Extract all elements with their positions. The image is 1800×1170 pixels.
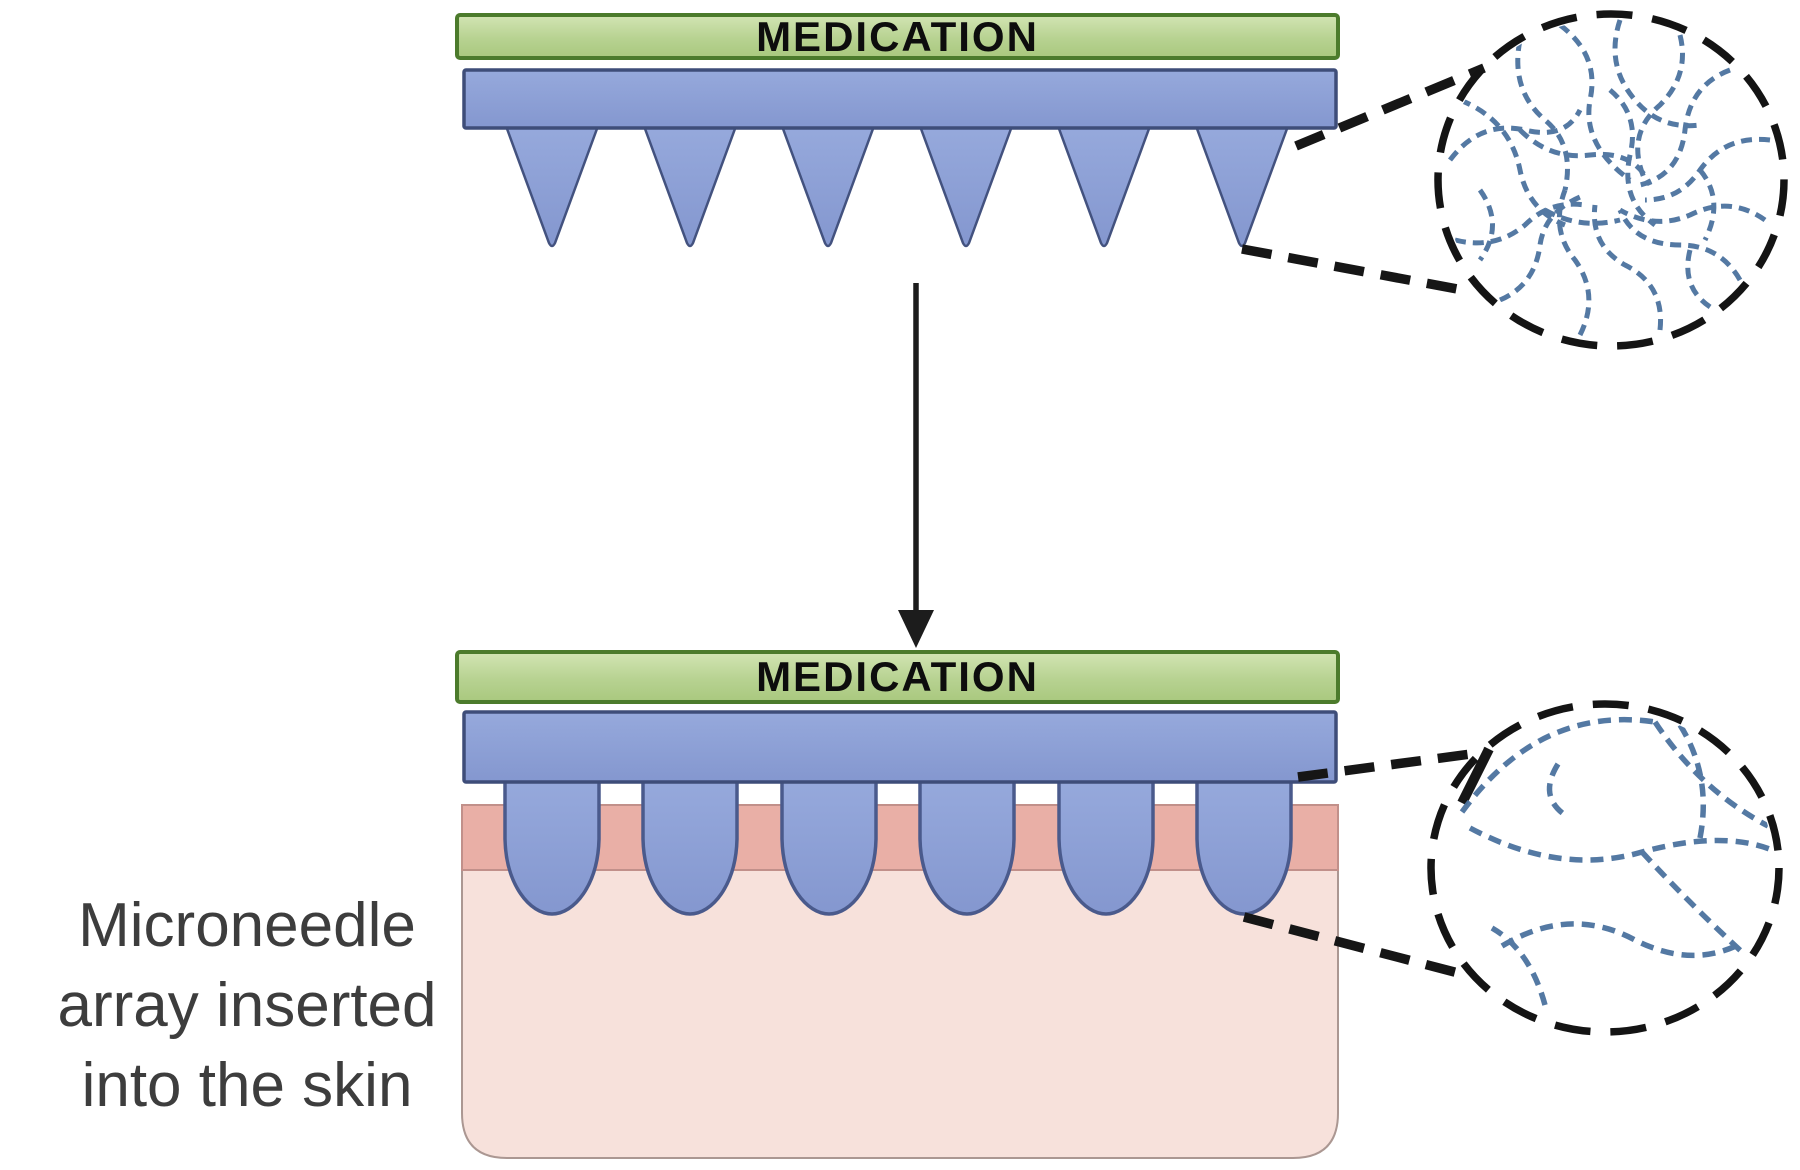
polymer-network-swollen — [1459, 716, 1774, 1006]
medication-reservoir-top — [455, 13, 1340, 60]
microneedle-swollen — [918, 777, 1016, 916]
zoom-circle-outline — [1427, 700, 1783, 1036]
microneedle-base-top — [462, 68, 1338, 130]
microneedle — [504, 124, 600, 248]
microneedle-patch-inserted — [455, 650, 1340, 916]
medication-label-top: MEDICATION — [756, 12, 1039, 60]
microneedle — [642, 124, 738, 248]
microneedle-swollen — [641, 777, 739, 916]
polymer-network-dense — [1448, 19, 1771, 337]
microneedle-array-top — [504, 124, 1290, 248]
microneedle — [1056, 124, 1152, 248]
insertion-arrow — [898, 283, 934, 648]
medication-label-bottom: MEDICATION — [756, 653, 1039, 700]
microneedle-base-bottom — [462, 710, 1338, 784]
zoom-circle-outline — [1434, 10, 1788, 350]
caption: Microneedle array inserted into the skin — [0, 886, 494, 1126]
zoom-connector-line — [1242, 912, 1464, 979]
microneedle-patch-dry — [455, 13, 1340, 248]
caption-line: into the skin — [81, 1051, 413, 1120]
microneedle — [918, 124, 1014, 248]
zoom-connector-line — [1294, 63, 1486, 151]
medication-reservoir-bottom — [455, 650, 1340, 704]
microneedle — [1194, 124, 1290, 248]
microneedle — [780, 124, 876, 248]
zoom-connector-hook — [1457, 746, 1494, 806]
caption-line: Microneedle — [78, 891, 416, 960]
skin-epidermis — [461, 804, 1339, 871]
microneedle-swollen — [1057, 777, 1155, 916]
zoom-circle-swollen-network — [1427, 700, 1783, 1036]
microneedle-swollen — [780, 777, 878, 916]
zoom-connector-line — [1297, 747, 1487, 782]
microneedle-swollen — [503, 777, 601, 916]
caption-line: array inserted — [57, 971, 437, 1040]
zoom-connector-line — [1241, 244, 1469, 296]
zoom-circle-crosslinked-network — [1434, 10, 1788, 350]
microneedle-swollen — [1195, 777, 1293, 916]
